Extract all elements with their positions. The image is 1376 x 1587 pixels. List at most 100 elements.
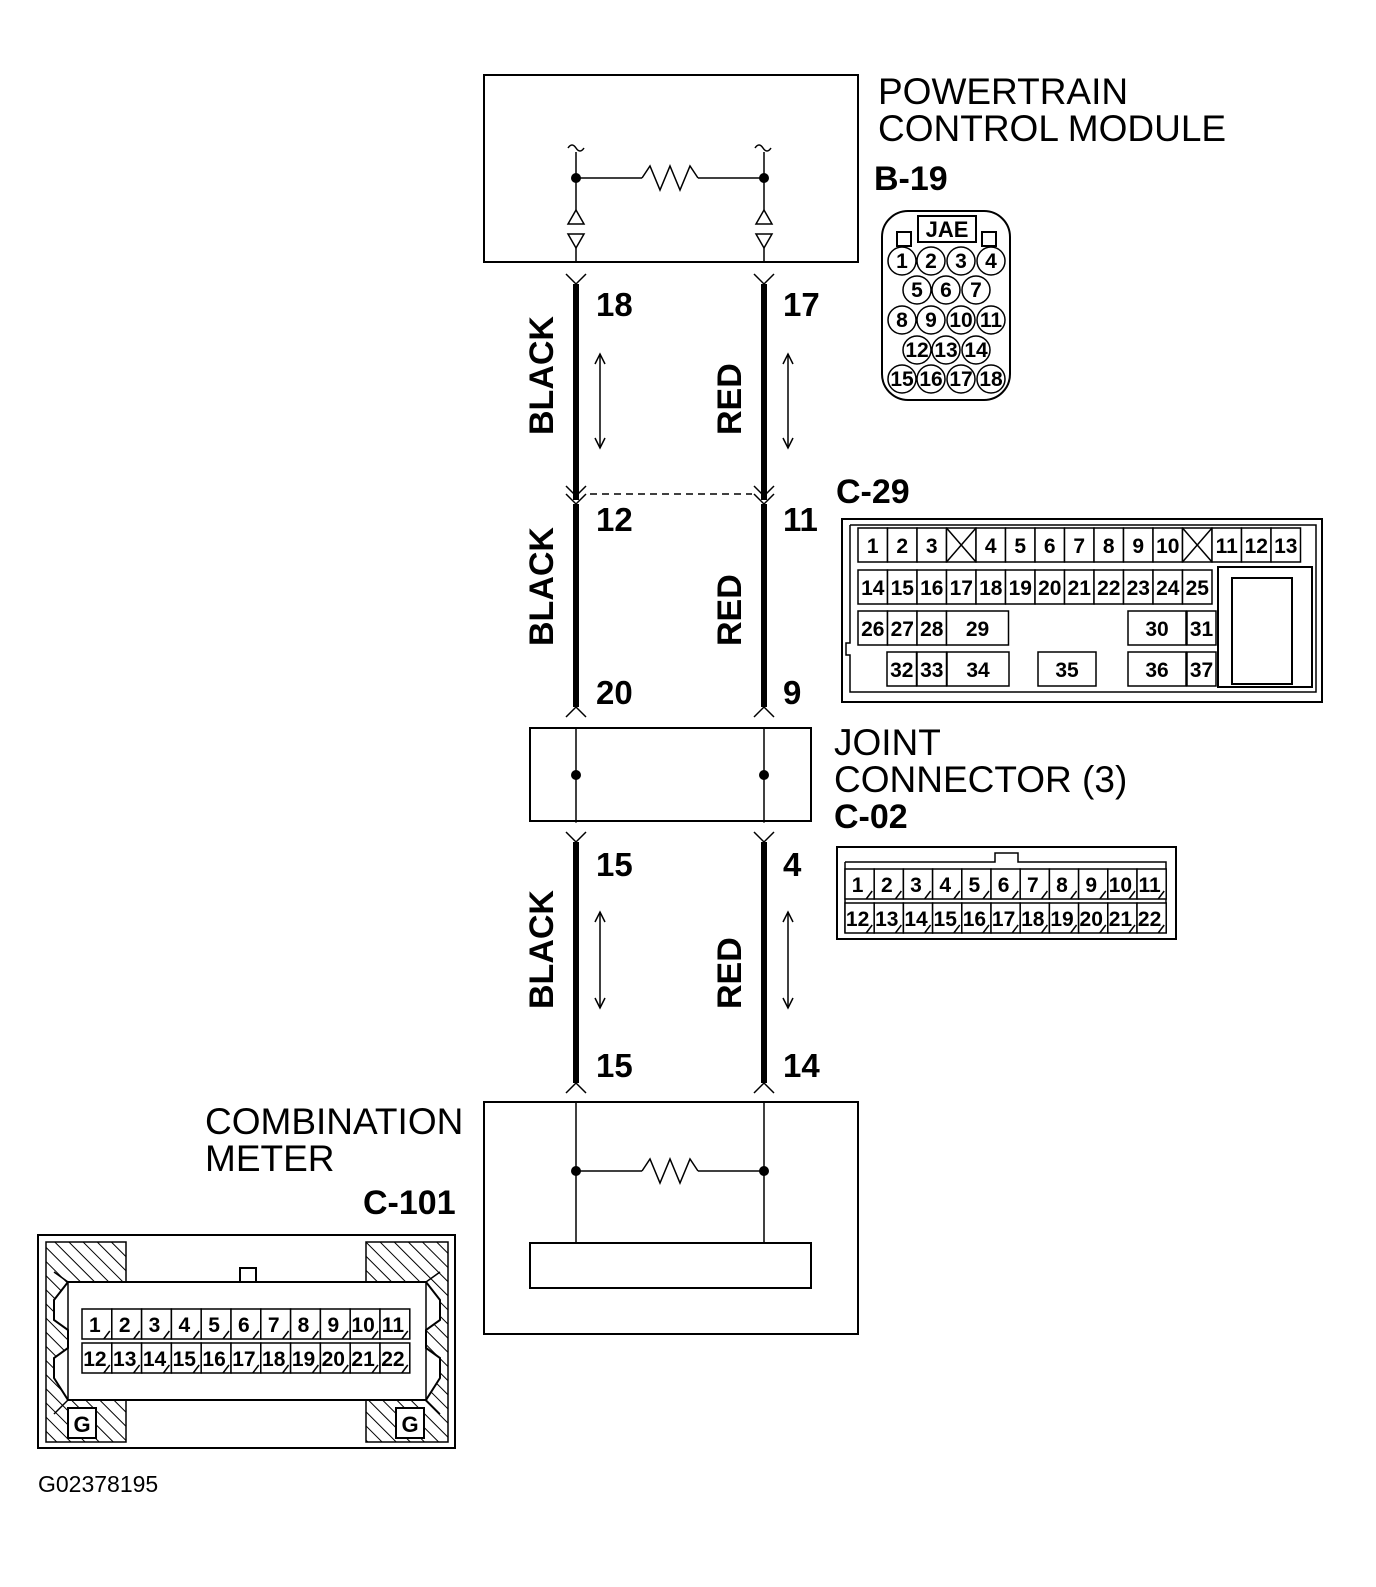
wire-harness <box>565 273 794 1113</box>
measurement-arrows <box>594 352 794 1010</box>
c29-pin-label: 7 <box>1073 535 1085 558</box>
b19-pin-1 <box>887 246 917 276</box>
c02-pin-label: 15 <box>934 908 958 931</box>
pin-number-red-5: 14 <box>783 1047 820 1084</box>
b19-pin-7 <box>961 275 991 305</box>
b19-pin-label: 15 <box>890 368 914 391</box>
pcm-name-line1: POWERTRAIN <box>878 71 1128 112</box>
b19-pin-label: 4 <box>985 250 997 273</box>
c101-pin-label: 11 <box>382 1314 405 1337</box>
c101-pin-label: 15 <box>173 1348 197 1371</box>
wire-color-red-2: RED <box>711 574 749 646</box>
c02-pin-label: 17 <box>992 908 1015 931</box>
c29-pin-1 <box>857 527 889 563</box>
wire-color-red-1: RED <box>711 363 749 435</box>
c29-pin-15 <box>886 569 918 605</box>
pcm-name-line2: CONTROL MODULE <box>878 108 1226 149</box>
c02-pin-label: 12 <box>846 908 869 931</box>
c101-pin-label: 17 <box>232 1348 255 1371</box>
c29-pin-3 <box>916 527 948 563</box>
c29-pin-label: 14 <box>861 577 885 600</box>
c101-pin-label: 8 <box>298 1314 310 1337</box>
b19-pin-11 <box>976 305 1006 335</box>
pin-number-black-3: 20 <box>596 674 633 711</box>
c29-pin-5 <box>1004 527 1036 563</box>
meter-module-box <box>483 1101 859 1335</box>
c29-pin-25 <box>1181 569 1213 605</box>
c101-pin-label: 7 <box>268 1314 280 1337</box>
b19-pin-13 <box>931 335 961 365</box>
c02-pin-label: 5 <box>969 874 981 897</box>
c29-pin-26 <box>857 610 889 646</box>
c101-pin-label: 5 <box>208 1314 220 1337</box>
c101-pin-label: 18 <box>262 1348 286 1371</box>
wire-color-black-2: BLACK <box>523 527 561 646</box>
b19-pin-12 <box>902 335 932 365</box>
c29-pin-label: 25 <box>1186 577 1210 600</box>
c02-pin-label: 22 <box>1138 908 1161 931</box>
c101-pin-label: 20 <box>322 1348 345 1371</box>
c101-pin-label: 6 <box>238 1314 250 1337</box>
c29-pin-29 <box>945 610 1010 646</box>
c02-pin-label: 4 <box>939 874 951 897</box>
c02-pin-label: 18 <box>1021 908 1045 931</box>
b19-pin-17 <box>946 364 976 394</box>
c29-pin-20 <box>1034 569 1066 605</box>
c101-pin-label: 9 <box>327 1314 339 1337</box>
joint-name-line1: JOINT <box>834 722 941 763</box>
c29-pin-7 <box>1063 527 1095 563</box>
c29-pin-label: 3 <box>926 535 938 558</box>
c29-pin-label: 21 <box>1068 577 1092 600</box>
c02-pin-label: 13 <box>875 908 898 931</box>
c29-pin-label: 11 <box>1216 535 1239 558</box>
c02-pin-label: 6 <box>998 874 1010 897</box>
c02-pin-label: 16 <box>963 908 986 931</box>
c29-pin-label: 8 <box>1103 535 1115 558</box>
b19-pin-label: 10 <box>949 309 972 332</box>
connector-c101-label: C-101 <box>363 1184 456 1222</box>
b19-pin-18 <box>976 364 1006 394</box>
c101-pin-label: 13 <box>113 1348 136 1371</box>
c02-pin-7 <box>1019 868 1051 900</box>
connector-c02-label: C-02 <box>834 798 908 836</box>
b19-pin-5 <box>902 275 932 305</box>
c29-pin-label: 28 <box>920 618 944 641</box>
pin-number-red-1: 17 <box>783 286 820 323</box>
c02-pin-label: 11 <box>1138 874 1161 897</box>
b19-pin-label: 18 <box>979 368 1003 391</box>
c29-pin-16 <box>916 569 948 605</box>
connector-b19-label: B-19 <box>874 160 948 198</box>
c101-pin-label: 10 <box>351 1314 374 1337</box>
b19-pin-label: 12 <box>905 339 928 362</box>
c29-pin-12 <box>1240 527 1272 563</box>
c29-pin-22 <box>1093 569 1125 605</box>
c29-pin-18 <box>975 569 1007 605</box>
c29-pin-17 <box>945 569 977 605</box>
b19-pin-label: 2 <box>925 250 937 273</box>
c101-ground-right: G <box>401 1412 418 1437</box>
c101-ground-left: G <box>73 1412 90 1437</box>
connector-b19-maker: JAE <box>926 217 969 242</box>
connector-c29-label: C-29 <box>836 473 910 511</box>
c101-pin-label: 12 <box>83 1348 106 1371</box>
b19-pin-16 <box>916 364 946 394</box>
c02-pin-label: 9 <box>1085 874 1097 897</box>
c29-pin-31 <box>1186 610 1217 646</box>
pin-number-red-3: 9 <box>783 674 801 711</box>
c101-pin-label: 21 <box>351 1348 375 1371</box>
b19-pin-3 <box>946 246 976 276</box>
c101-pin-label: 16 <box>202 1348 225 1371</box>
c29-pin-label: 2 <box>896 535 908 558</box>
c02-pin-label: 20 <box>1080 908 1103 931</box>
b19-pin-label: 9 <box>925 309 937 332</box>
pin-number-black-5: 15 <box>596 1047 633 1084</box>
c29-pin-label: 33 <box>920 659 943 682</box>
c101-pin-label: 2 <box>119 1314 131 1337</box>
c29-pin-35 <box>1037 651 1097 687</box>
c29-pin-23 <box>1122 569 1154 605</box>
wire-color-red-3: RED <box>711 937 749 1009</box>
